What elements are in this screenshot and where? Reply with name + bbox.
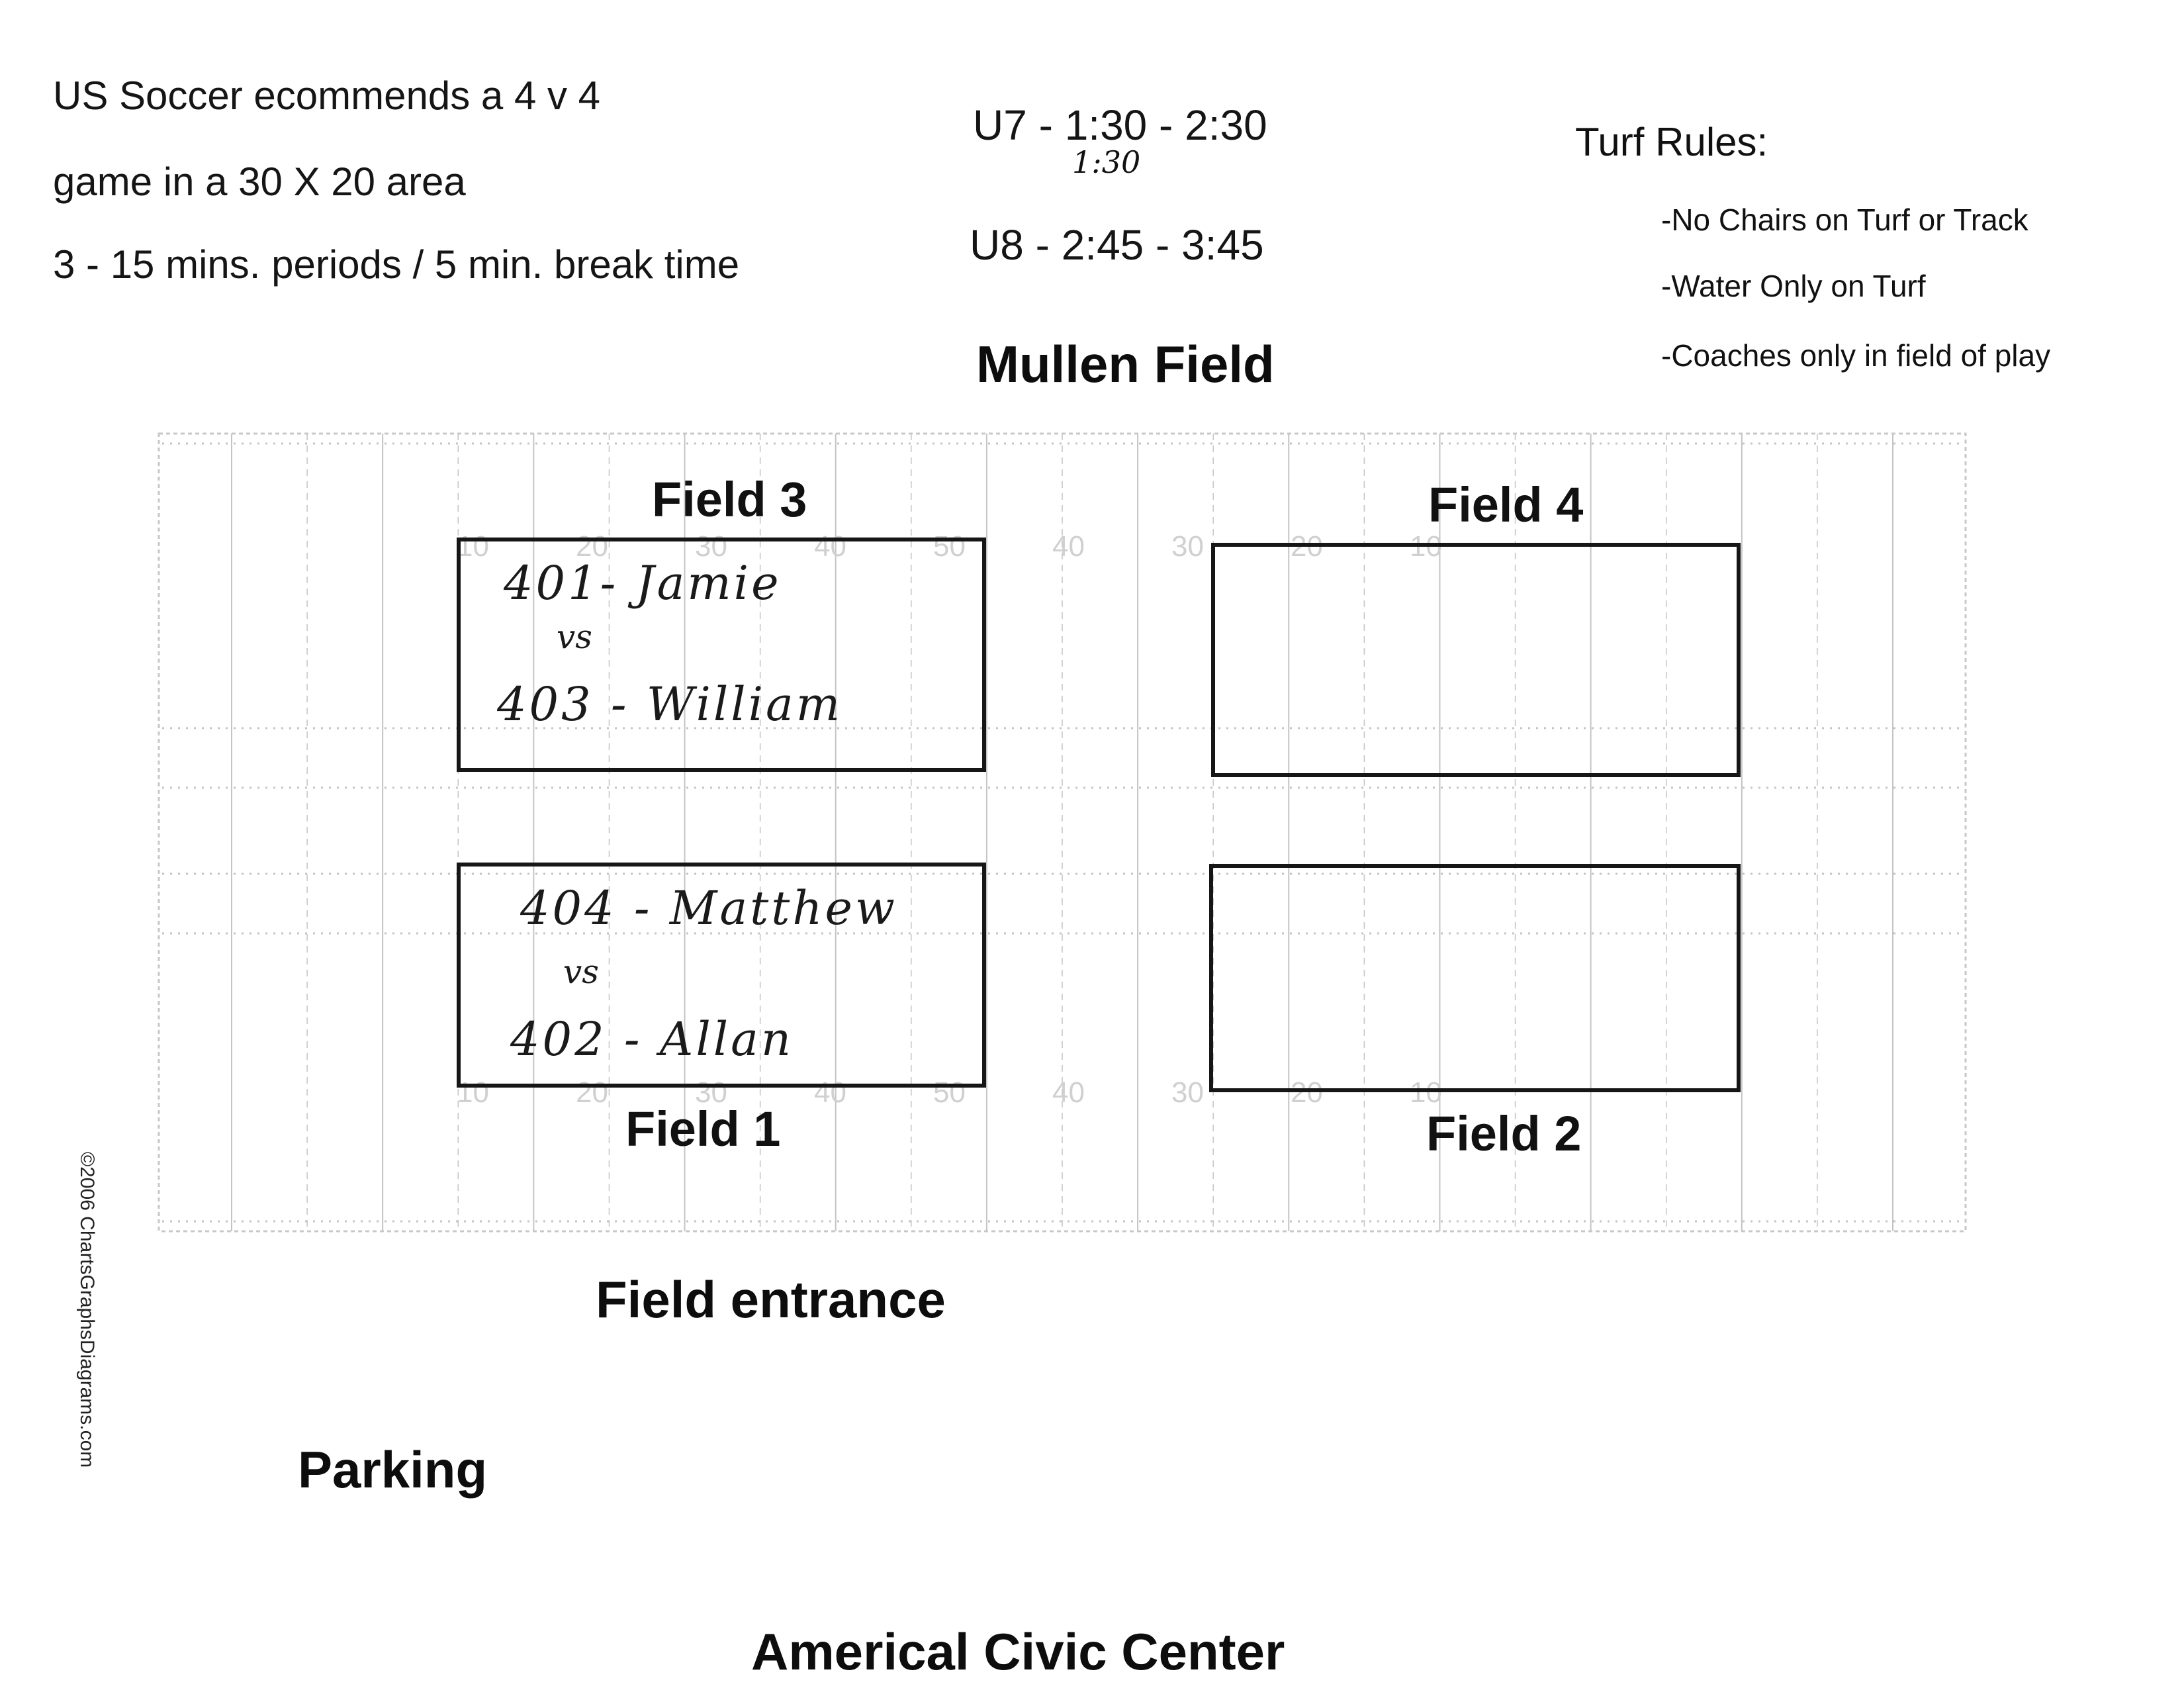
schedule-u8: U8 - 2:45 - 3:45	[970, 221, 1264, 269]
yard-lines	[231, 434, 1893, 1231]
yard-number: 10	[457, 1076, 489, 1109]
field-1-vs: vs	[563, 953, 599, 991]
yard-number: 30	[695, 530, 727, 563]
civic-center-label: Americal Civic Center	[751, 1622, 1285, 1681]
field-1-label: Field 1	[625, 1102, 781, 1156]
field-1-team-a: 404 - Matthew	[520, 881, 897, 935]
field-3-team-a: 401- Jamie	[504, 556, 782, 610]
yard-number: 40	[814, 1076, 846, 1109]
turf-rule-item: -No Chairs on Turf or Track	[1661, 203, 2028, 237]
parking-label: Parking	[298, 1440, 488, 1499]
field-2-label: Field 2	[1426, 1106, 1582, 1161]
field-3-team-b: 403 - William	[497, 677, 843, 731]
yard-number: 40	[1052, 530, 1085, 563]
yard-number: 20	[576, 1076, 608, 1109]
field-3-vs: vs	[557, 618, 592, 656]
field-1-box: 404 - Matthew vs 402 - Allan	[457, 863, 986, 1088]
field-1-team-b: 402 - Allan	[510, 1012, 794, 1066]
yard-number: 50	[933, 1076, 966, 1109]
yard-number: 20	[1291, 1076, 1323, 1109]
intro-line-1: US Soccer ecommends a 4 v 4	[53, 73, 601, 118]
intro-line-2: game in a 30 X 20 area	[53, 160, 466, 204]
yard-number: 10	[457, 530, 489, 563]
schedule-u7: U7 - 1:30 - 2:30	[973, 101, 1267, 149]
mullen-field-title: Mullen Field	[976, 335, 1275, 393]
schedule-u7-note: 1:30	[1072, 144, 1141, 180]
yard-number: 20	[576, 530, 608, 563]
yard-number: 30	[695, 1076, 727, 1109]
yard-number: 30	[1171, 530, 1204, 563]
turf-rules-title: Turf Rules:	[1575, 120, 1768, 164]
field-3-label: Field 3	[652, 472, 807, 527]
turf-rule-item: -Coaches only in field of play	[1661, 338, 2051, 373]
yard-number: 40	[814, 530, 846, 563]
field-2-box	[1209, 864, 1741, 1092]
yard-number: 50	[933, 530, 966, 563]
copyright-notice: ©2006 ChartsGraphsDiagrams.com	[76, 1152, 98, 1468]
yard-number: 30	[1171, 1076, 1204, 1109]
yard-number: 10	[1410, 1076, 1442, 1109]
field-4-box	[1211, 543, 1741, 777]
field-3-box: 401- Jamie vs 403 - William	[457, 538, 986, 772]
field-entrance-label: Field entrance	[596, 1270, 946, 1329]
intro-line-3: 3 - 15 mins. periods / 5 min. break time	[53, 242, 740, 287]
field-4-label: Field 4	[1428, 477, 1584, 532]
yard-number: 40	[1052, 1076, 1085, 1109]
turf-rule-item: -Water Only on Turf	[1661, 269, 1926, 303]
